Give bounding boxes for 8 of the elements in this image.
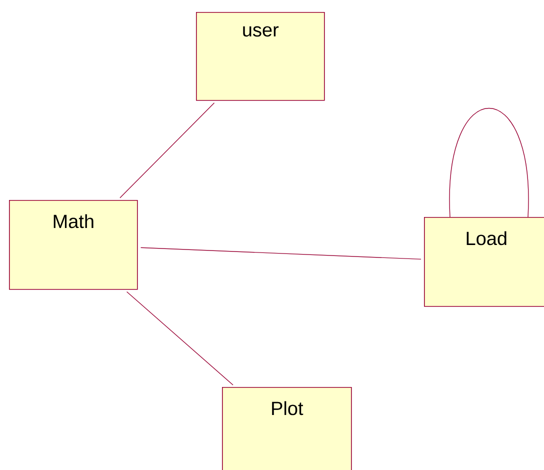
connector-line bbox=[450, 108, 528, 218]
class-box: Math bbox=[9, 200, 138, 290]
connector-line bbox=[140, 247, 422, 260]
class-box: Load bbox=[424, 217, 544, 307]
class-box: Plot bbox=[222, 387, 352, 470]
connector-line bbox=[120, 102, 215, 198]
class-box: user bbox=[196, 12, 325, 101]
connector-line bbox=[126, 291, 234, 386]
